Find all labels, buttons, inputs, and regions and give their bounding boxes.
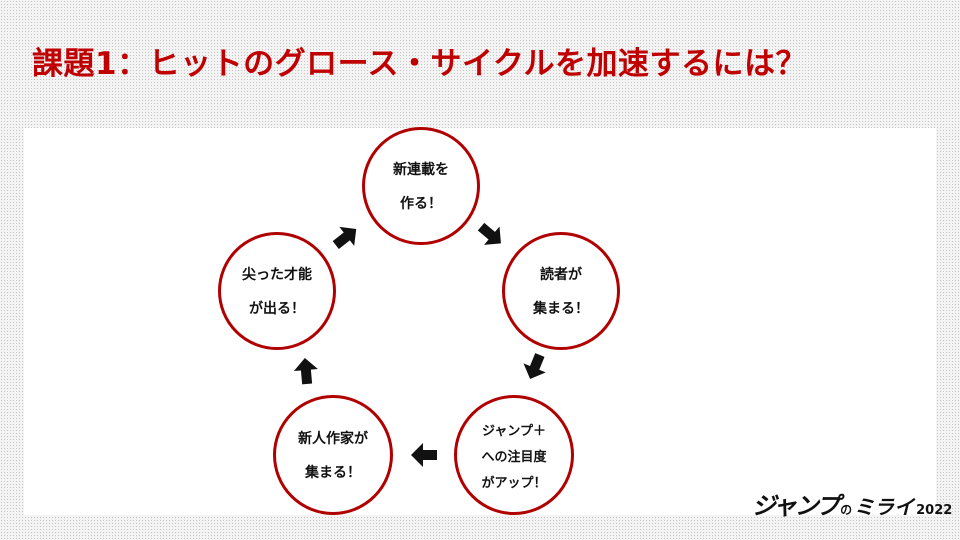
- cycle-node-new-authors-gather: 新人作家が 集まる！: [273, 395, 393, 515]
- cycle-arrow-icon: [477, 222, 501, 245]
- logo-mirai: ミライ: [854, 495, 915, 519]
- logo-jump: ジャンプ: [752, 492, 840, 520]
- node-label-line: ジャンプ＋: [482, 423, 546, 439]
- node-label-line: 作る！: [400, 196, 442, 212]
- node-label-line: 新人作家が: [298, 431, 368, 447]
- node-label-line: が出る！: [249, 301, 305, 317]
- cycle-arrow-icon: [293, 358, 318, 385]
- cycle-node-readers-gather: 読者が 集まる！: [502, 232, 620, 350]
- logo-no: の: [840, 503, 853, 517]
- cycle-node-jump-plus-attention: ジャンプ＋ への注目度 がアップ！: [454, 395, 574, 515]
- cycle-arrow-icon: [411, 443, 437, 467]
- logo-year: 2022: [916, 503, 953, 518]
- node-label-line: 集まる！: [533, 301, 589, 317]
- node-label-line: 読者が: [540, 267, 582, 283]
- cycle-arrow-icon: [523, 353, 546, 380]
- node-label-line: 尖った才能: [242, 267, 312, 283]
- cycle-node-sharp-talent: 尖った才能 が出る！: [218, 232, 336, 350]
- cycle-node-new-serial: 新連載を 作る！: [362, 127, 480, 245]
- node-label-line: への注目度: [481, 449, 547, 465]
- slide-title: 課題1：ヒットのグロース・サイクルを加速するには？: [32, 46, 807, 82]
- node-label-line: がアップ！: [481, 475, 547, 491]
- cycle-arrow-icon: [332, 226, 357, 249]
- node-label-line: 集まる！: [305, 465, 361, 481]
- node-label-line: 新連載を: [393, 162, 449, 178]
- title-band: 課題1：ヒットのグロース・サイクルを加速するには？: [0, 0, 960, 100]
